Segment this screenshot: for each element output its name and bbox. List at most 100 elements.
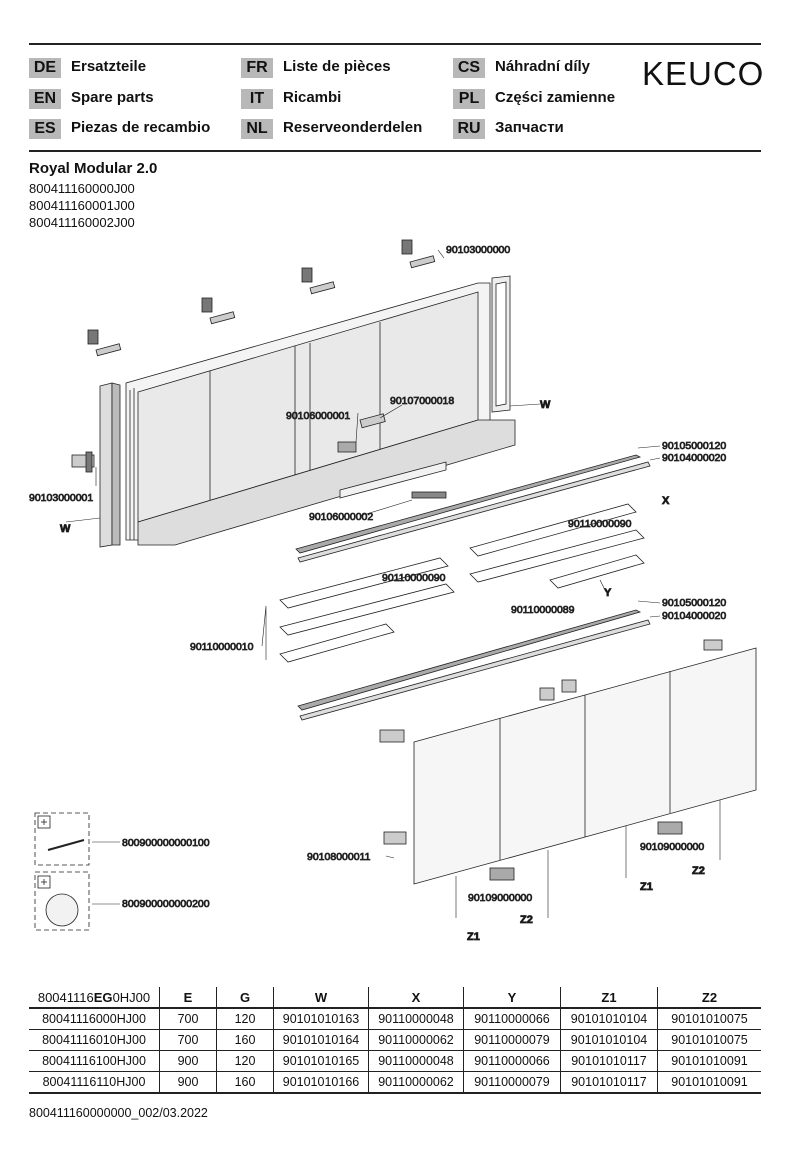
lang-label-it: Ricambi bbox=[283, 89, 342, 106]
lang-label-cs: Náhradní díly bbox=[495, 58, 591, 75]
table-header-article: 80041116EG0HJ00 bbox=[29, 987, 160, 1009]
lang-label-nl: Reserveonderdelen bbox=[283, 119, 423, 136]
table-cell: 80041116100HJ00 bbox=[29, 1050, 160, 1072]
article-number: 800411160001J00 bbox=[29, 198, 135, 213]
table-cell: 90101010091 bbox=[657, 1050, 761, 1072]
label-z2-left: Z2 bbox=[520, 914, 533, 926]
side-panel-right bbox=[491, 275, 511, 413]
table-cell: 90110000048 bbox=[368, 1050, 464, 1072]
pn-side-brackets: 90103000001 bbox=[29, 492, 93, 504]
pn-90109000000-a: 90109000000 bbox=[468, 892, 532, 904]
lang-code-pl: PL bbox=[453, 89, 485, 109]
pn-accessory-2: 800900000000200 bbox=[122, 898, 210, 910]
table-cell: 90101010075 bbox=[657, 1029, 761, 1051]
lang-label-en: Spare parts bbox=[71, 89, 154, 106]
label-w-right: W bbox=[540, 399, 551, 411]
table-cell: 90101010075 bbox=[657, 1008, 761, 1030]
label-w-left: W bbox=[60, 523, 71, 535]
table-cell: 900 bbox=[159, 1071, 217, 1094]
article-number: 800411160002J00 bbox=[29, 215, 135, 230]
table-cell: 90110000062 bbox=[368, 1029, 464, 1051]
exploded-diagram: 90103000000 W 90107000018 90106000001 90… bbox=[29, 239, 757, 943]
label-y: Y bbox=[604, 587, 612, 599]
pn-90104000020-b: 90104000020 bbox=[662, 610, 726, 622]
table-header-z1: Z1 bbox=[560, 987, 658, 1009]
lang-label-pl: Części zamienne bbox=[495, 89, 616, 106]
table-cell: 80041116010HJ00 bbox=[29, 1029, 160, 1051]
table-cell: 120 bbox=[216, 1050, 274, 1072]
top-brackets bbox=[87, 239, 436, 357]
pn-90110000090-a: 90110000090 bbox=[568, 518, 632, 530]
lang-label-fr: Liste de pièces bbox=[283, 58, 391, 75]
lang-code-de: DE bbox=[29, 58, 61, 78]
table-header-e: E bbox=[159, 987, 217, 1009]
pn-90109000000-b: 90109000000 bbox=[640, 841, 704, 853]
lang-code-ru: RU bbox=[453, 119, 485, 139]
table-cell: 700 bbox=[159, 1008, 217, 1030]
accessory-boxes bbox=[34, 812, 90, 931]
rail-set-lower bbox=[297, 609, 651, 721]
table-cell: 90110000079 bbox=[463, 1071, 561, 1094]
lang-label-es: Piezas de recambio bbox=[71, 119, 211, 136]
lang-code-es: ES bbox=[29, 119, 61, 139]
table-cell: 90101010091 bbox=[657, 1071, 761, 1094]
pn-90108000011: 90108000011 bbox=[307, 851, 371, 863]
pn-accessory-1: 800900000000100 bbox=[122, 837, 210, 849]
label-z1-left: Z1 bbox=[467, 931, 480, 943]
table-cell: 90110000066 bbox=[463, 1050, 561, 1072]
article-number: 800411160000J00 bbox=[29, 181, 135, 196]
pn-90106000002: 90106000002 bbox=[309, 511, 373, 523]
label-z2-right: Z2 bbox=[692, 865, 705, 877]
table-cell: 700 bbox=[159, 1029, 217, 1051]
table-cell: 90110000066 bbox=[463, 1008, 561, 1030]
rail-set-upper bbox=[295, 454, 651, 563]
table-header-row: 80041116EG0HJ00 E G W X Y Z1 Z2 bbox=[29, 987, 761, 1009]
table-cell: 160 bbox=[216, 1029, 274, 1051]
pn-90110000010: 90110000010 bbox=[190, 641, 254, 653]
lang-code-it: IT bbox=[241, 89, 273, 109]
table-cell: 120 bbox=[216, 1008, 274, 1030]
label-x: X bbox=[662, 495, 670, 507]
table-cell: 90110000062 bbox=[368, 1071, 464, 1094]
pn-90110000089: 90110000089 bbox=[511, 604, 575, 616]
pn-90104000020-a: 90104000020 bbox=[662, 452, 726, 464]
table-header-x: X bbox=[368, 987, 464, 1009]
side-bracket bbox=[71, 451, 95, 473]
product-title: Royal Modular 2.0 bbox=[29, 160, 158, 177]
mirror-doors bbox=[413, 647, 757, 885]
table-cell: 90101010166 bbox=[273, 1071, 369, 1094]
table-cell: 90110000079 bbox=[463, 1029, 561, 1051]
pn-90105000120-b: 90105000120 bbox=[662, 597, 726, 609]
table-cell: 90101010117 bbox=[560, 1050, 658, 1072]
lang-code-en: EN bbox=[29, 89, 61, 109]
table-header-y: Y bbox=[463, 987, 561, 1009]
lang-label-ru: Запчасти bbox=[495, 119, 564, 136]
parts-table: 80041116EG0HJ00 E G W X Y Z1 Z2 80041116… bbox=[29, 987, 761, 1094]
brand-logo: KEUCO bbox=[642, 55, 765, 92]
pn-90110000090-b: 90110000090 bbox=[382, 572, 446, 584]
table-cell: 80041116000HJ00 bbox=[29, 1008, 160, 1030]
table-row: 80041116000HJ00 700 120 90101010163 9011… bbox=[29, 1008, 761, 1030]
door-hardware bbox=[379, 639, 723, 881]
lang-code-cs: CS bbox=[453, 58, 485, 78]
table-cell: 80041116110HJ00 bbox=[29, 1071, 160, 1094]
table-header-w: W bbox=[273, 987, 369, 1009]
table-row: 80041116100HJ00 900 120 90101010165 9011… bbox=[29, 1050, 761, 1072]
table-row: 80041116110HJ00 900 160 90101010166 9011… bbox=[29, 1071, 761, 1094]
table-cell: 90101010165 bbox=[273, 1050, 369, 1072]
table-header-z2: Z2 bbox=[657, 987, 761, 1009]
table-cell: 90101010163 bbox=[273, 1008, 369, 1030]
table-cell: 90110000048 bbox=[368, 1008, 464, 1030]
table-cell: 90101010164 bbox=[273, 1029, 369, 1051]
top-rule bbox=[29, 43, 761, 45]
table-cell: 90101010104 bbox=[560, 1029, 658, 1051]
shelves bbox=[279, 503, 645, 663]
pn-top-brackets: 90103000000 bbox=[446, 244, 510, 256]
pn-90105000120-a: 90105000120 bbox=[662, 440, 726, 452]
leader-lines bbox=[65, 249, 721, 918]
light-components bbox=[337, 413, 447, 499]
table-cell: 900 bbox=[159, 1050, 217, 1072]
side-panel-left bbox=[99, 382, 121, 548]
header-rule bbox=[29, 150, 761, 152]
label-z1-right: Z1 bbox=[640, 881, 653, 893]
